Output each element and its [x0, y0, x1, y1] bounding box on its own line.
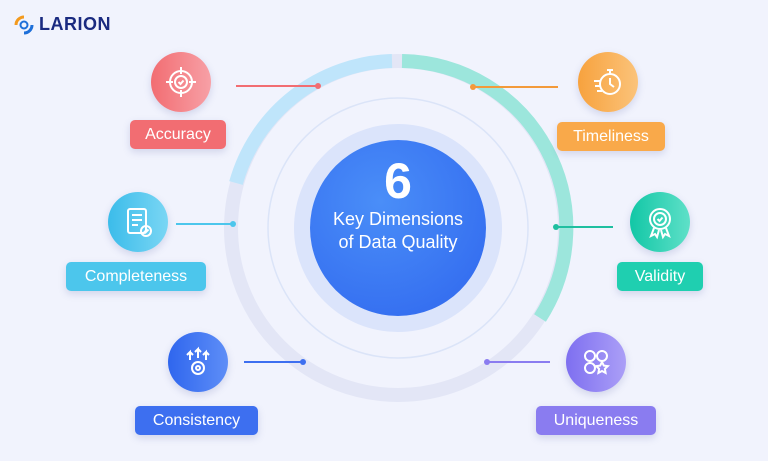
- target-check-icon: [151, 52, 211, 112]
- center-number: 6: [384, 153, 412, 209]
- connector-dot-consistency: [300, 359, 306, 365]
- connector-dot-completeness: [230, 221, 236, 227]
- label-accuracy: Accuracy: [130, 120, 226, 149]
- gear-arrows-icon: [168, 332, 228, 392]
- label-completeness: Completeness: [66, 262, 206, 291]
- stopwatch-icon: [578, 52, 638, 112]
- outer-ring-segment-blue: [229, 54, 393, 185]
- inner-ring: [267, 97, 529, 359]
- label-validity: Validity: [617, 262, 703, 291]
- center-line1: Key Dimensions: [332, 209, 464, 229]
- badge-check-icon: [630, 192, 690, 252]
- connector-dot-uniqueness: [484, 359, 490, 365]
- center-line2: of Data Quality: [338, 232, 458, 252]
- label-uniqueness: Uniqueness: [536, 406, 656, 435]
- label-timeliness: Timeliness: [557, 122, 665, 151]
- brand-name: LARION: [39, 14, 111, 34]
- brand-logo: LARION: [14, 14, 111, 35]
- connector-dot-accuracy: [315, 83, 321, 89]
- outer-ring-segment-teal: [401, 54, 574, 322]
- connector-dot-validity: [553, 224, 559, 230]
- shapes-star-icon: [566, 332, 626, 392]
- checklist-icon: [108, 192, 168, 252]
- connector-dot-timeliness: [470, 84, 476, 90]
- center-circle: 6 Key Dimensions of Data Quality: [310, 140, 486, 316]
- larion-logo-icon: [14, 15, 34, 34]
- label-consistency: Consistency: [135, 406, 258, 435]
